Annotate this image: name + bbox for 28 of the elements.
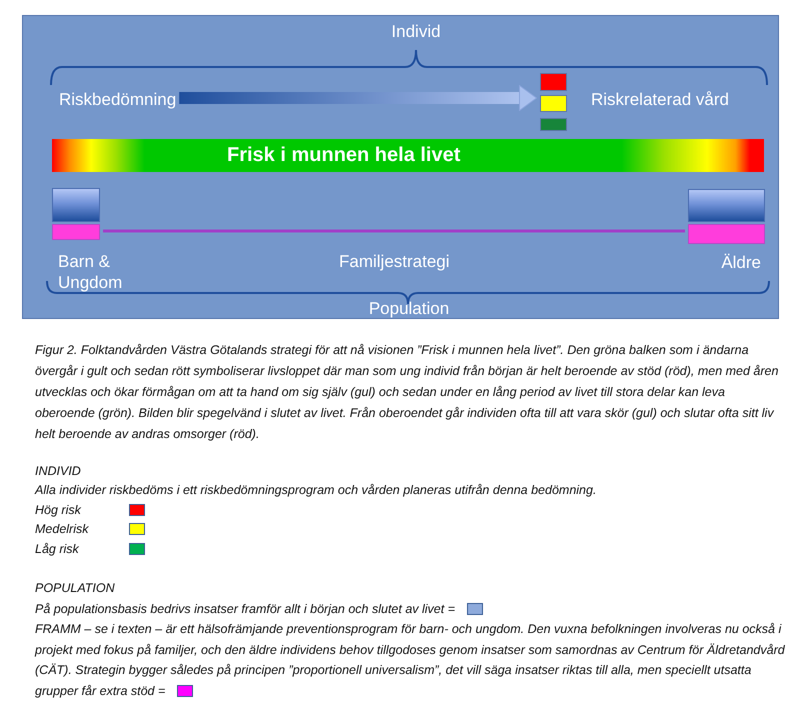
caption-text: Figur 2. Folktandvården Västra Götalands strategi för att nå visionen ”Frisk i munnen hela livet”. Den gröna balken som i ändarna övergår i gult och sedan rött symboliserar livsloppet där man som ung individ från början är helt beroende av stöd (röd), men med åren utvecklas och ökar förmågan om att ta hand om sig själv (gul) och sedan under en lång period av livet till stora delar kan leva oberoende (grön). Bilden blir spegelvänd i slutet av livet. Från oberoendet går individen ofta till att vara skör (gul) och slutar ofta sitt liv helt beroende av andras omsorger (röd). [35,342,780,443]
slide-panel [22,15,779,319]
stage-label: Riskrelaterad vård [591,90,729,110]
risk-square [540,73,567,91]
risk-square [540,95,567,112]
end-bar [52,224,100,240]
end-block [688,189,765,222]
section-heading: POPULATION [35,580,115,597]
stage-label: Äldre [721,253,761,273]
risk-square [540,118,567,131]
brace-label: Population [368,299,450,319]
end-block [52,188,100,222]
legend-paragraph: På populationsbasis bedrivs insatser framför allt i början och slutet av livet = [35,602,456,616]
legend-paragraph: FRAMM – se i texten – är ett hälsofrämjande preventionsprogram för barn- och ungdom. Den vuxna befolkningen involveras nu också i projekt med fokus på familjer, och den äldre individens behov tillgodoses genom insatser som samordnas av Centrum för Äldretandvård (CÄT). Strategin bygger således på principen ”proportionell universalism”, det vill säga insatser riktas till alla, men speciellt utsatta grupper får extra stöd = [35,622,785,698]
section-heading: INDIVID [35,463,81,480]
brace-label: Individ [391,22,441,42]
legend-label: Medelrisk [35,521,88,538]
body-text: Alla individer riskbedöms i ett riskbedömningsprogram och vården planeras utifrån denna bedömning. [35,482,596,499]
block-arrow [179,85,537,111]
bar-title: Frisk i munnen hela livet [227,144,460,167]
gradient-bar [52,139,764,172]
stage-label: Barn & Ungdom [58,251,124,293]
stage-label: Familjestrategi [339,252,450,272]
legend-label: Låg risk [35,541,79,558]
legend-label: Hög risk [35,502,81,519]
connector-line [103,230,685,232]
stage-label: Riskbedömning [59,90,176,110]
end-bar [688,224,765,244]
